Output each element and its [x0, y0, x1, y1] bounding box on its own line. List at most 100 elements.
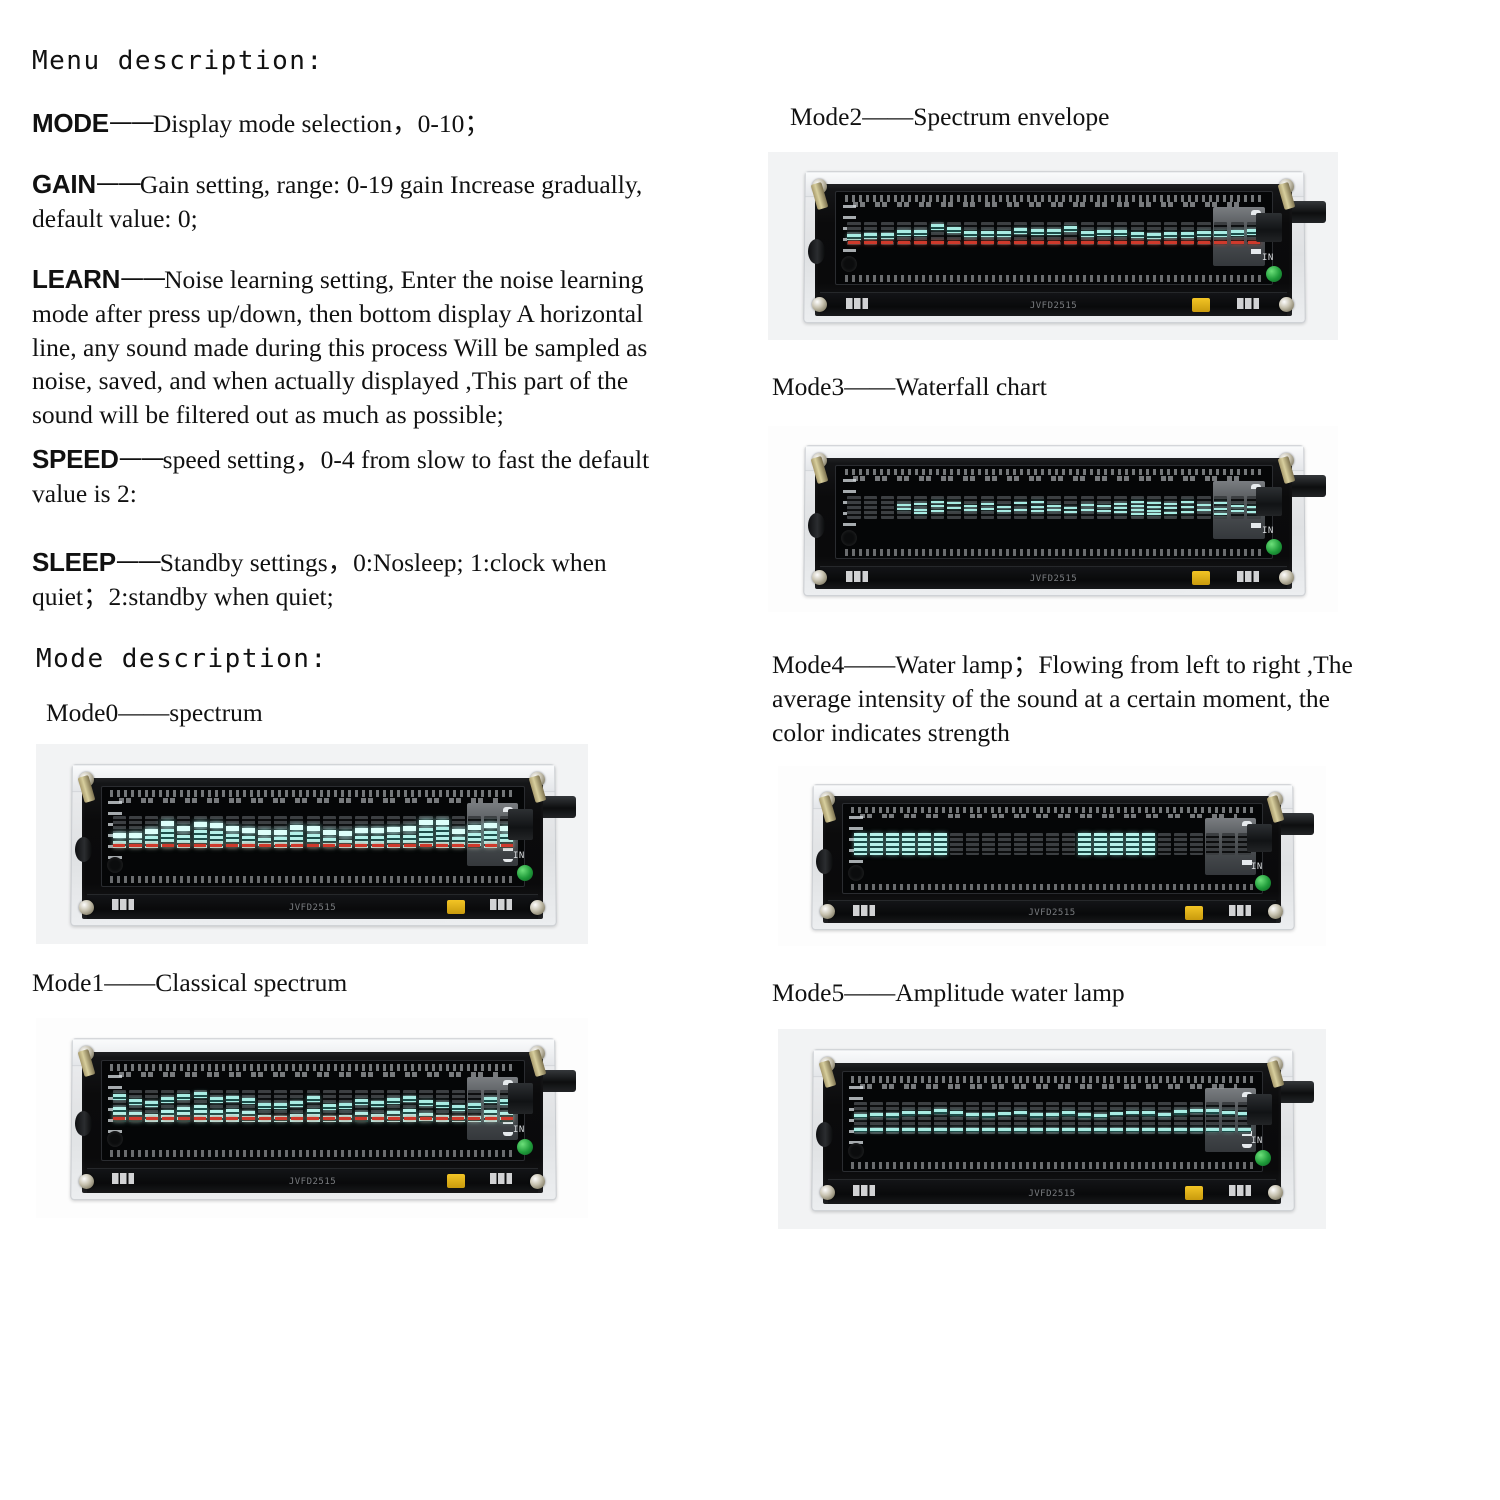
yellow-jumper[interactable] [1184, 1185, 1203, 1200]
yellow-jumper[interactable] [446, 900, 465, 915]
side-rotary-knob[interactable] [808, 238, 825, 264]
green-input-connector[interactable] [517, 1138, 533, 1155]
vfd-bar-peak-segment [387, 1098, 401, 1105]
vfd-envelope-segment [1213, 231, 1228, 238]
green-input-connector[interactable] [1255, 1150, 1271, 1167]
yellow-jumper[interactable] [1191, 571, 1210, 586]
vfd-waterfall-block [1063, 511, 1078, 514]
vfd-bar-lit [484, 1110, 498, 1122]
corner-screw [820, 1185, 835, 1201]
vfd-bar-baseline [403, 843, 416, 847]
vfd-bar [435, 1090, 449, 1122]
vfd-waterfall-block [1247, 510, 1261, 513]
yellow-jumper[interactable] [1191, 298, 1210, 313]
vfd-amplitude-mid-band [885, 1113, 899, 1118]
vfd-bottom-tick-row [851, 1162, 1254, 1169]
vfd-bar-peak-segment [145, 1100, 159, 1107]
vfd-bar [1046, 1101, 1060, 1134]
vfd-bar [484, 1090, 498, 1122]
vfd-waterfall-block [930, 509, 945, 512]
vfd-sub-tick-row [853, 202, 1246, 208]
vfd-bar [1126, 1101, 1140, 1134]
vfd-bar-baseline [113, 1117, 126, 1121]
vfd-bar-peak [128, 832, 143, 838]
yellow-jumper[interactable] [446, 1173, 465, 1188]
mode0-label: Mode0——spectrum [46, 697, 263, 727]
mode5-label: Mode5——Amplitude water lamp [772, 977, 1125, 1007]
vfd-waterfall-block [1163, 507, 1178, 510]
vfd-bar-peak [258, 830, 272, 836]
vfd-amplitude-mid-band [1126, 1110, 1140, 1116]
vfd-waterfall-block [1180, 501, 1195, 504]
vfd-bar-baseline [145, 1117, 158, 1121]
vfd-bar-baseline [1014, 240, 1027, 244]
vfd-bar [1030, 1101, 1044, 1134]
vfd-bar-peak-segment [467, 1103, 481, 1110]
pcb-silkscreen-text: JVFD2515 [288, 1176, 337, 1187]
vfd-bar-baseline [307, 843, 320, 847]
vfd-left-knob [841, 255, 858, 272]
vfd-bar [897, 496, 911, 519]
green-input-connector[interactable] [1266, 265, 1282, 282]
vfd-amplitude-low-band [1126, 1128, 1140, 1132]
vfd-bottom-tick-row [110, 1150, 516, 1158]
audio-jack [1256, 486, 1282, 516]
vfd-envelope-segment [1013, 228, 1028, 235]
vfd-amplitude-mid-band [1046, 1112, 1060, 1118]
vfd-bar [403, 1090, 417, 1122]
vfd-bar [933, 1101, 947, 1134]
vfd-envelope-segment [947, 227, 961, 234]
vfd-bar-lit [1142, 832, 1156, 855]
vfd-bar-baseline [1031, 240, 1044, 244]
green-input-connector[interactable] [517, 864, 533, 881]
vfd-envelope-segment [1113, 229, 1128, 236]
vfd-amplitude-low-band [1030, 1128, 1044, 1132]
vfd-envelope-segment [1197, 231, 1211, 238]
menu-dash-speed: —— [118, 444, 165, 473]
vfd-bar-baseline [420, 843, 433, 847]
vfd-amplitude-mid-band [901, 1111, 915, 1116]
vfd-amplitude-low-band [1046, 1128, 1060, 1132]
vfd-bar-peak [112, 833, 126, 839]
vfd-bar [1094, 1101, 1108, 1134]
vfd-bar [1180, 222, 1195, 245]
side-rotary-knob[interactable] [808, 512, 825, 538]
vfd-envelope-segment [1047, 229, 1061, 236]
side-rotary-knob[interactable] [816, 1122, 833, 1148]
vfd-amplitude-low-band [885, 1128, 899, 1132]
vfd-bar [1046, 832, 1060, 855]
vfd-bar-lit [1094, 832, 1108, 855]
vfd-waterfall-block [1030, 505, 1045, 508]
green-input-connector[interactable] [1266, 538, 1282, 555]
corner-screw [1268, 1185, 1283, 1201]
vfd-envelope-segment [1230, 229, 1245, 236]
side-rotary-knob[interactable] [75, 836, 92, 862]
vfd-bar [128, 1090, 143, 1122]
vfd-envelope-segment [1130, 232, 1145, 238]
menu-dash-gain: —— [95, 168, 142, 197]
vfd-bar-baseline [161, 843, 174, 847]
vfd-waterfall-block [897, 503, 911, 506]
white-pin-header-right [489, 899, 512, 911]
vfd-bar [1197, 222, 1211, 245]
vfd-bar-peak [484, 823, 498, 829]
vfd-envelope-segment [880, 233, 895, 240]
vfd-bar-lit [322, 838, 336, 848]
vfd-waterfall-block [947, 502, 961, 505]
green-input-connector[interactable] [1255, 874, 1271, 891]
menu-text-learn: Noise learning setting, Enter the noise … [32, 264, 648, 430]
menu-entry-gain: GAIN——Gain setting, range: 0-19 gain Inc… [32, 167, 652, 236]
vfd-waterfall-block [1147, 505, 1161, 508]
vfd-envelope-segment [1247, 229, 1261, 236]
side-rotary-knob[interactable] [816, 848, 833, 874]
side-rotary-knob[interactable] [75, 1110, 92, 1136]
vfd-bar [863, 496, 878, 519]
corner-screw [79, 899, 94, 915]
vfd-bar [963, 496, 978, 519]
yellow-jumper[interactable] [1184, 905, 1203, 920]
vfd-bar [1013, 496, 1028, 519]
vfd-bar-baseline [339, 843, 352, 847]
input-label: IN [1262, 525, 1274, 536]
vfd-bar [306, 1090, 320, 1122]
